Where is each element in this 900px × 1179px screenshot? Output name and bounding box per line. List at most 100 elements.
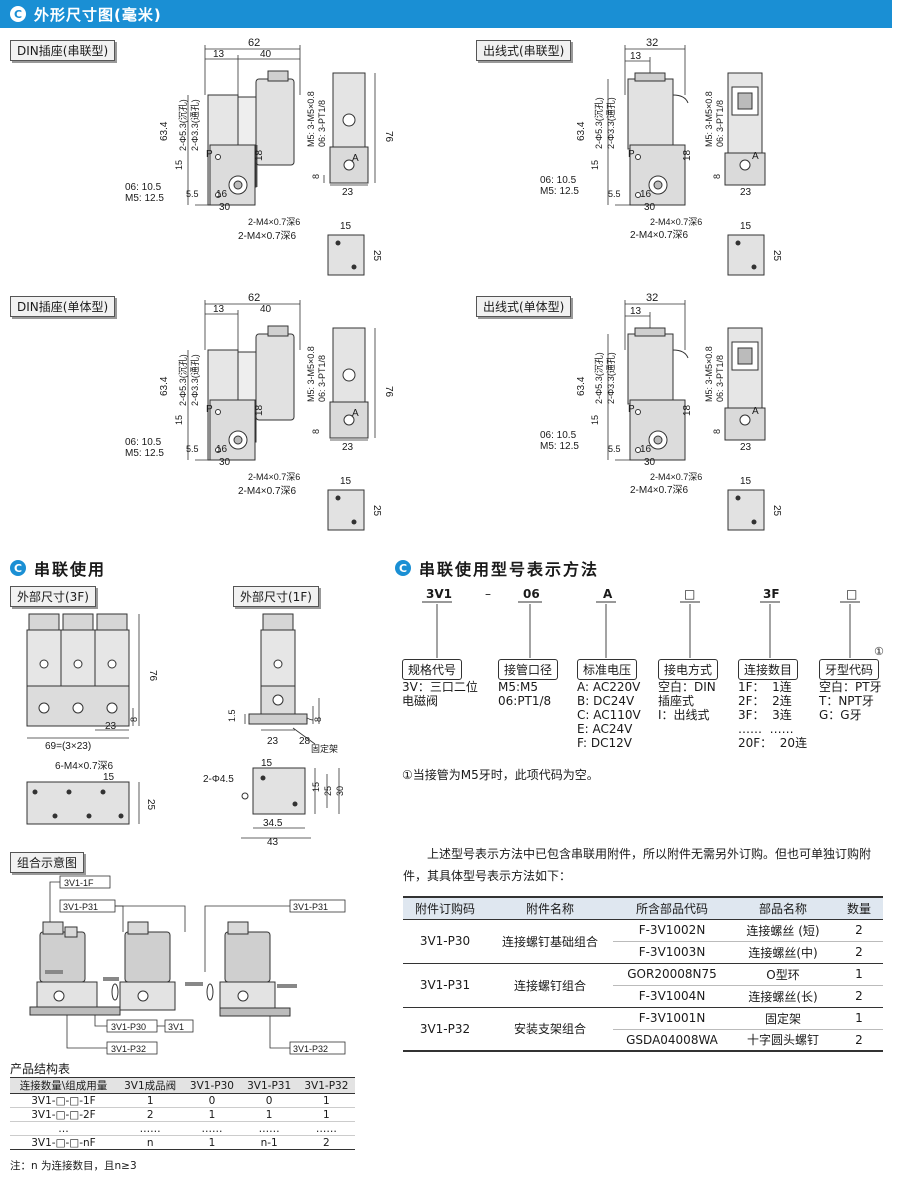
acc-qty: 2: [835, 919, 883, 942]
table-cell: ……: [297, 1121, 355, 1136]
dim-port2: 06: 3-PT1/8: [715, 100, 725, 147]
dim-13: 13: [213, 304, 225, 315]
table-row: F-3V1003N 连接螺丝(中) 2: [403, 941, 883, 964]
dim-phi53: 2-Φ5.3(沉孔): [178, 99, 188, 151]
acc-pname: O型环: [731, 963, 835, 986]
model-footnote: ①当接管为M5牙时，此项代码为空。: [402, 768, 599, 782]
table-row: 3V1-□-□-nF n 1 n-1 2: [10, 1135, 355, 1150]
dim-15b: 15: [311, 782, 321, 792]
mark-p: P: [628, 404, 635, 415]
dim-23: 23: [740, 442, 752, 453]
dim-15b: 15: [340, 221, 352, 232]
dim-62: 62: [248, 292, 260, 304]
dim-18: 18: [254, 149, 265, 161]
dim-port2: 06: 3-PT1/8: [317, 100, 327, 147]
din-series-drawing: 62 13 40 63.4 2-Φ5.3(沉孔) 2-Φ3.3(通孔) M5: …: [125, 37, 394, 276]
dim-phi53: 2-Φ5.3(沉孔): [178, 354, 188, 406]
dim-8: 8: [712, 429, 722, 434]
section-model-code: C 串联使用型号表示方法: [395, 556, 599, 580]
dim-15: 15: [590, 415, 600, 425]
table-row: 3V1-□-□-1F 1 0 0 1: [10, 1093, 355, 1108]
acc-qty: 2: [835, 1029, 883, 1052]
code-a: A: [603, 587, 613, 601]
dim-port: M5: 3-M5×0.8: [704, 91, 714, 147]
dim-m4a: 2-M4×0.7深6: [248, 472, 300, 482]
label-voltage: 标准电压: [577, 659, 638, 680]
dim-32: 32: [646, 292, 658, 304]
options-spec: 3V：三口二位 电磁阀: [402, 680, 478, 708]
acc-part: F-3V1003N: [613, 941, 731, 964]
dim-43: 43: [267, 837, 279, 848]
dim-25: 25: [145, 799, 156, 811]
ps-header: 3V1-P32: [297, 1077, 355, 1094]
dim-5-5: 5.5: [608, 189, 621, 199]
section-title: 外形尺寸图(毫米): [34, 5, 162, 24]
table-cell: ……: [240, 1121, 298, 1136]
dim-63-4: 63.4: [159, 121, 170, 141]
table-cell: ……: [116, 1121, 184, 1136]
ps-header: 连接数量\组成用量: [10, 1077, 117, 1094]
dim-34-5: 34.5: [263, 818, 283, 829]
accessory-table: 附件订购码 附件名称 所含部品代码 部品名称 数量 3V1-P30 连接螺钉基础…: [403, 896, 883, 1052]
dim-30: 30: [644, 457, 656, 468]
acc-part: GOR20008N75: [613, 963, 731, 986]
options-port: M5:M5 06:PT1/8: [498, 680, 552, 708]
hole-m5: M5: 12.5: [540, 441, 579, 452]
dim-phi53: 2-Φ5.3(沉孔): [594, 352, 604, 404]
dim-15b: 15: [740, 221, 752, 232]
dim-port2: 06: 3-PT1/8: [317, 355, 327, 402]
dim-m4b: 2-M4×0.7深6: [238, 230, 297, 242]
acc-qty: 1: [835, 1007, 883, 1030]
dim-30: 30: [335, 786, 345, 796]
code-3f: 3F: [763, 587, 780, 601]
dim-18: 18: [682, 149, 693, 161]
accessory-paragraph: 上述型号表示方法中已包含串联用附件，所以附件无需另外订购。但也可单独订购附件，其…: [403, 847, 872, 883]
dim-15a: 15: [261, 758, 273, 769]
table-cell: 2: [297, 1135, 355, 1150]
ps-header: 3V1-P31: [240, 1077, 298, 1094]
dim-15: 15: [103, 772, 115, 783]
section-title: 串联使用: [34, 560, 107, 579]
dim-63-4: 63.4: [159, 376, 170, 396]
dim-5-5: 5.5: [608, 444, 621, 454]
code-leader-lines: [422, 601, 860, 658]
dim-15b: 15: [740, 476, 752, 487]
dim-8: 8: [313, 717, 323, 722]
tag-3v1: 3V1: [168, 1022, 184, 1032]
ext-1f-drawing: 1.5 7 8 23 28 固定架 2-Φ4.5 15 15 25 30 34.…: [203, 613, 345, 848]
dim-23: 23: [267, 736, 279, 747]
code-3v1: 3V1: [426, 587, 452, 601]
c-circle-icon: C: [395, 560, 411, 576]
dim-16: 16: [216, 444, 228, 455]
dim-76: 76: [383, 131, 394, 143]
dim-m4a: 2-M4×0.7深6: [650, 472, 702, 482]
dim-18: 18: [682, 404, 693, 416]
dim-32: 32: [646, 37, 658, 49]
table-cell: n: [116, 1135, 184, 1150]
dim-63-4: 63.4: [576, 121, 587, 141]
table-cell: 0: [183, 1093, 241, 1108]
drawing-label-din-series: DIN插座(串联型): [10, 40, 116, 61]
section-series-use: C 串联使用: [10, 556, 106, 580]
table-cell: 3V1-□-□-nF: [10, 1135, 117, 1150]
acc-header: 数量: [835, 896, 883, 920]
code-dash: –: [485, 587, 491, 601]
ps-header: 3V1成品阀: [116, 1077, 184, 1094]
dim-15: 15: [174, 415, 184, 425]
hole-06: 06: 10.5: [125, 182, 162, 193]
dim-76: 76: [147, 670, 158, 682]
label-port-size: 接管口径: [498, 659, 559, 680]
table-row: … …… …… …… ……: [10, 1121, 355, 1136]
dim-phi53: 2-Φ5.3(沉孔): [594, 97, 604, 149]
code-box-2: □: [846, 587, 858, 601]
dim-25: 25: [323, 786, 333, 796]
table-row: 3V1-P32 安装支架组合 F-3V1001N 固定架 1: [403, 1007, 883, 1052]
table-cell: 0: [240, 1093, 298, 1108]
acc-pname: 固定架: [731, 1007, 835, 1030]
acc-qty: 2: [835, 985, 883, 1008]
mark-p: P: [206, 404, 213, 415]
dim-13: 13: [630, 306, 642, 317]
mark-a: A: [352, 408, 359, 419]
tag-3v1-1f: 3V1-1F: [64, 878, 94, 888]
table-cell: 1: [297, 1107, 355, 1122]
